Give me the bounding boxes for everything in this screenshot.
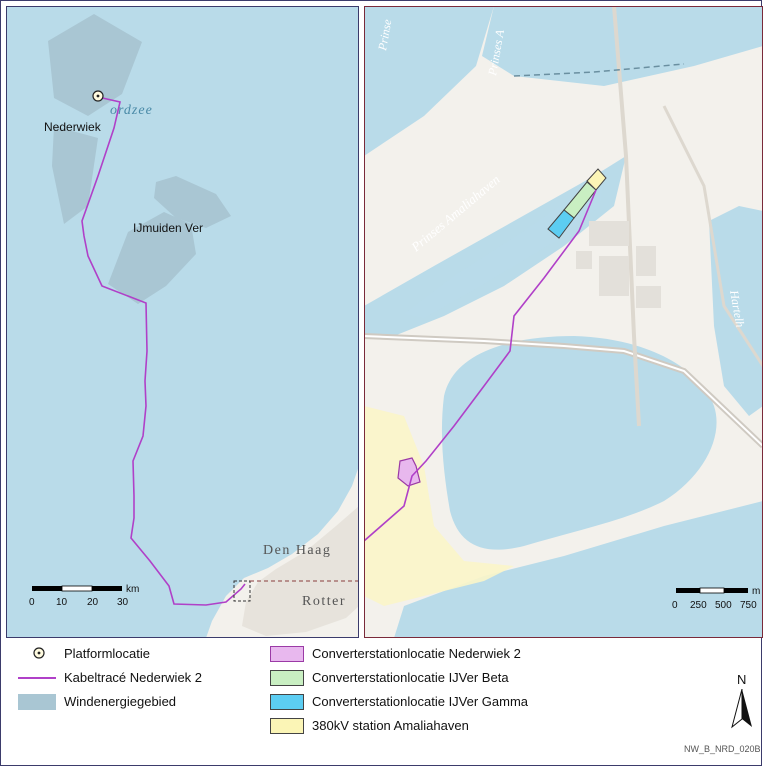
water-top-right — [482, 6, 763, 86]
cable-route-detail — [364, 189, 597, 542]
scale-bar-km: km 0 10 20 30 — [29, 584, 139, 608]
wind-area-north — [48, 14, 142, 116]
converter-nederwiek-2[interactable] — [397, 457, 421, 487]
map-code: NW_B_NRD_020B — [684, 744, 761, 754]
urban-area — [242, 506, 359, 636]
scale-tick-0m: 0 — [672, 600, 678, 611]
legend-label-converter-beta: Converterstationlocatie IJVer Beta — [312, 670, 509, 685]
scale-tick-30: 30 — [117, 597, 129, 608]
water-east-harbour — [709, 206, 763, 416]
scale-unit-m: m — [752, 586, 760, 597]
nederwiek-2-legend-swatch — [270, 646, 304, 662]
wind-area-legend-swatch — [18, 694, 56, 710]
legend-label-380kv: 380kV station Amaliahaven — [312, 718, 469, 733]
city-label-rotterdam: Rotter — [302, 594, 346, 609]
water-center-basin — [404, 174, 604, 318]
platform-label: Nederwiek — [44, 120, 102, 134]
platform-legend-icon — [33, 647, 45, 659]
scale-tick-20: 20 — [87, 597, 99, 608]
water-south-sea — [394, 501, 763, 638]
wind-area-label: IJmuiden Ver — [133, 221, 203, 235]
converter-ijver-gamma[interactable] — [547, 209, 575, 239]
legend-label-converter-nederwiek: Converterstationlocatie Nederwiek 2 — [312, 646, 521, 661]
overview-map: ordzee Nederwiek IJmuiden Ver Den Haag R… — [6, 6, 359, 638]
wind-area-ijmuiden-ver-top — [154, 176, 231, 228]
city-label-den-haag: Den Haag — [263, 543, 331, 558]
rail-main-inner — [364, 335, 763, 447]
scale-tick-500: 500 — [715, 600, 732, 611]
detail-extent-box — [233, 580, 251, 602]
ijver-beta-legend-swatch — [270, 670, 304, 686]
sea-area — [6, 6, 359, 638]
legend-label-platform: Platformlocatie — [64, 646, 150, 661]
harbour-label-prinse: Prinse — [375, 18, 395, 53]
harbour-label-hartel: Hartelh — [727, 288, 747, 328]
beach-area — [364, 406, 514, 606]
ijver-gamma-legend-swatch — [270, 694, 304, 710]
wind-area-ijmuiden-ver — [108, 212, 196, 304]
dashed-line — [513, 63, 685, 77]
cable-route-overview — [81, 96, 246, 606]
north-arrow-icon — [731, 689, 752, 729]
scale-tick-250: 250 — [690, 600, 707, 611]
water-prinses-amaliahaven — [364, 156, 626, 336]
cable-legend-icon — [18, 677, 56, 679]
road-north-south — [612, 6, 641, 427]
water-top-left — [364, 6, 494, 156]
scale-tick-750: 750 — [740, 600, 757, 611]
legend-label-wind: Windenergiegebied — [64, 694, 177, 709]
sea-label: ordzee — [110, 103, 153, 118]
legend-label-converter-gamma: Converterstationlocatie IJVer Gamma — [312, 694, 529, 709]
wind-area-west — [52, 126, 98, 224]
detail-map: Prinses Amaliahaven Prinses A Prinse Har… — [364, 6, 763, 638]
platform-point-dot — [96, 94, 100, 98]
north-label: N — [737, 672, 747, 687]
road-east — [662, 105, 763, 367]
scale-unit: km — [126, 584, 139, 595]
scale-tick-10: 10 — [56, 597, 68, 608]
scale-bar-m: m 0 250 500 750 — [672, 586, 760, 611]
legend-label-cable: Kabeltracé Nederwiek 2 — [64, 670, 203, 685]
industrial-blocks — [576, 221, 661, 308]
scale-tick-0: 0 — [29, 597, 35, 608]
water-maasvlakte-lake — [441, 336, 717, 550]
amaliahaven-legend-swatch — [270, 718, 304, 734]
